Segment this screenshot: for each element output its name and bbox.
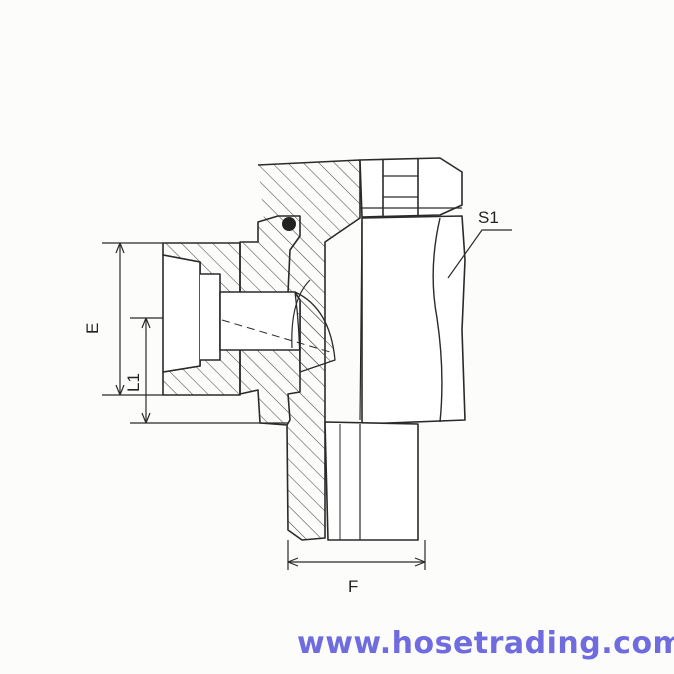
o-ring xyxy=(282,217,296,231)
label-S1: S1 xyxy=(478,208,499,227)
stud-bore xyxy=(162,254,201,373)
dimension-E xyxy=(102,242,163,396)
hex-nut xyxy=(359,157,463,218)
banjo-ring xyxy=(361,215,466,425)
dimension-F xyxy=(287,540,426,570)
label-L1: L1 xyxy=(124,373,143,392)
lower-tube xyxy=(324,421,419,541)
s1-leader xyxy=(447,229,512,279)
label-F: F xyxy=(348,577,358,596)
center-bore xyxy=(219,291,301,351)
watermark-url: www.hosetrading.com xyxy=(297,626,674,661)
label-E: E xyxy=(83,323,102,334)
